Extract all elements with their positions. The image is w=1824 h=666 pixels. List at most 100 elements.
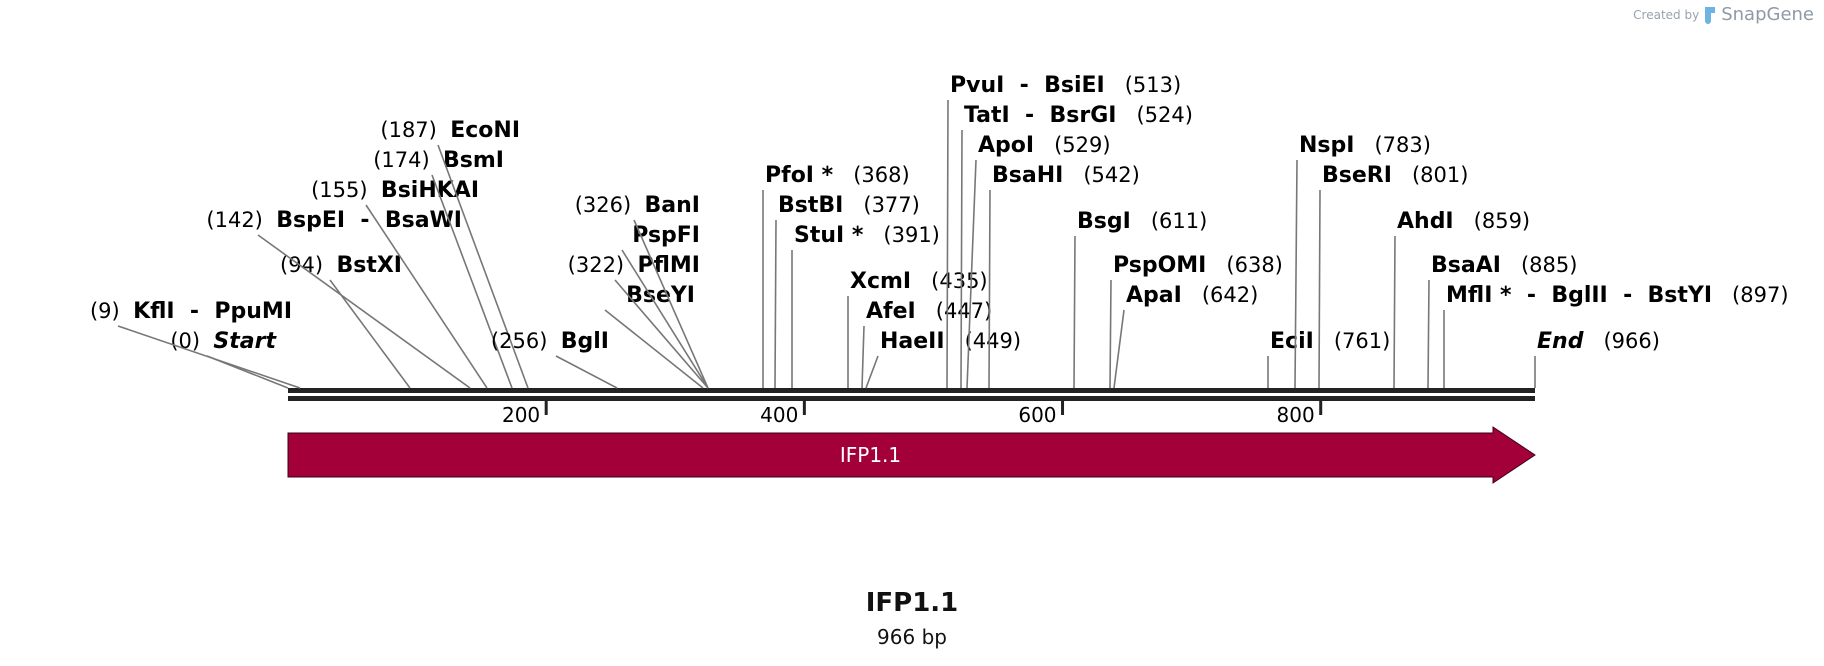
- site-label: (256) BglI: [491, 329, 609, 354]
- site-enzyme-name: Start: [213, 329, 277, 354]
- restriction-site-pspomi[interactable]: PspOMI (638): [1109, 253, 1283, 389]
- site-label: HaeII (449): [880, 329, 1021, 354]
- restriction-site-bsihkai[interactable]: (155) BsiHKAI: [311, 178, 488, 389]
- restriction-site-bsmi[interactable]: (174) BsmI: [373, 148, 513, 389]
- site-connector: [555, 355, 618, 389]
- restriction-site-nspi[interactable]: NspI (783): [1294, 133, 1431, 389]
- restriction-site-bstbi[interactable]: BstBI (377): [774, 193, 920, 389]
- restriction-site-bseyi[interactable]: BseYI: [604, 283, 704, 389]
- site-label: PvuI - BsiEI (513): [950, 73, 1181, 98]
- site-enzyme-name: BsaAI: [1431, 253, 1501, 278]
- site-position: (529): [1034, 133, 1111, 157]
- site-label: AhdI (859): [1397, 209, 1530, 234]
- site-enzyme-name: BglI: [561, 329, 609, 354]
- restriction-site-bspei[interactable]: (142) BspEI - BsaWI: [206, 208, 471, 389]
- site-position: (783): [1354, 133, 1431, 157]
- site-connector: [1427, 279, 1430, 389]
- site-enzyme-name: BstXI: [336, 253, 402, 278]
- site-enzyme-name: BseRI: [1322, 163, 1392, 188]
- site-label: PspFI: [632, 223, 700, 248]
- site-connector: [946, 99, 949, 389]
- restriction-site-haeii[interactable]: HaeII (449): [865, 329, 1021, 389]
- restriction-site-pvui[interactable]: PvuI - BsiEI (513): [946, 73, 1181, 389]
- site-connector: [1109, 279, 1112, 389]
- restriction-site-apoi[interactable]: ApoI (529): [966, 133, 1111, 389]
- ruler-tick-800: [1319, 401, 1323, 415]
- site-label: End (966): [1537, 329, 1660, 354]
- site-enzyme-name: XcmI: [850, 269, 911, 294]
- site-enzyme-name: StuI *: [794, 223, 864, 248]
- site-enzyme-name: TatI - BsrGI: [964, 103, 1116, 128]
- site-position: (368): [833, 163, 910, 187]
- ruler-label-200: 200: [502, 403, 540, 427]
- sequence-title: IFP1.1: [865, 588, 959, 618]
- restriction-site-stui[interactable]: StuI * (391): [791, 223, 940, 388]
- restriction-site-econi[interactable]: (187) EcoNI: [380, 118, 529, 389]
- site-connector: [1318, 189, 1321, 389]
- restriction-site-apai[interactable]: ApaI (642): [1113, 283, 1259, 389]
- site-enzyme-name: PspFI: [632, 223, 700, 248]
- restriction-site-tati[interactable]: TatI - BsrGI (524): [960, 103, 1193, 389]
- site-label: BsaHI (542): [992, 163, 1140, 188]
- ruler-label-800: 800: [1277, 403, 1315, 427]
- site-enzyme-name: PfoI *: [765, 163, 834, 188]
- restriction-site-ecii[interactable]: EciI (761): [1267, 329, 1390, 388]
- site-enzyme-name: End: [1537, 329, 1584, 354]
- restriction-site-bsgi[interactable]: BsgI (611): [1073, 209, 1207, 389]
- restriction-site-bseri[interactable]: BseRI (801): [1318, 163, 1468, 389]
- site-label: PfoI * (368): [765, 163, 910, 188]
- restriction-site-xcmi[interactable]: XcmI (435): [847, 269, 988, 388]
- restriction-site-end[interactable]: End (966): [1534, 329, 1660, 388]
- restriction-site-mfli[interactable]: MflI * - BglII - BstYI (897): [1443, 283, 1789, 388]
- site-connector: [329, 279, 411, 389]
- restriction-site-start[interactable]: (0) Start: [170, 329, 289, 389]
- site-position: (966): [1583, 329, 1660, 353]
- credit-prefix: Created by: [1633, 7, 1700, 22]
- sequence-length: 966 bp: [877, 625, 947, 649]
- site-enzyme-name: AfeI: [866, 299, 916, 324]
- ruler-label-600: 600: [1018, 403, 1056, 427]
- restriction-site-bstxi[interactable]: (94) BstXI: [280, 253, 411, 389]
- restriction-site-kfli[interactable]: (9) KflI - PpuMI: [90, 299, 301, 389]
- restriction-site-bsaai[interactable]: BsaAI (885): [1427, 253, 1577, 389]
- site-position: (0): [170, 329, 213, 353]
- site-label: (142) BspEI - BsaWI: [206, 208, 462, 233]
- site-connector: [861, 325, 865, 389]
- site-position: (513): [1105, 73, 1182, 97]
- site-connector: [431, 174, 513, 389]
- backbone-top-strand: [288, 388, 1535, 393]
- restriction-site-bani[interactable]: (326) BanI: [575, 193, 709, 389]
- site-label: AfeI (447): [866, 299, 992, 324]
- credit-brand: SnapGene: [1721, 4, 1814, 25]
- ruler-tick-400: [802, 401, 806, 415]
- site-enzyme-name: MflI * - BglII - BstYI: [1446, 283, 1712, 308]
- site-connector: [988, 189, 991, 389]
- restriction-site-bsahi[interactable]: BsaHI (542): [988, 163, 1140, 389]
- site-enzyme-name: BsiHKAI: [381, 178, 479, 203]
- restriction-site-afei[interactable]: AfeI (447): [861, 299, 992, 389]
- site-position: (642): [1182, 283, 1259, 307]
- site-label: BsgI (611): [1077, 209, 1207, 234]
- site-connector: [365, 204, 488, 389]
- restriction-site-bgli[interactable]: (256) BglI: [491, 329, 618, 389]
- site-position: (377): [843, 193, 920, 217]
- restriction-site-ahdi[interactable]: AhdI (859): [1393, 209, 1530, 389]
- site-label: (94) BstXI: [280, 253, 402, 278]
- site-label: TatI - BsrGI (524): [964, 103, 1193, 128]
- snapgene-logo-icon: [1705, 6, 1716, 24]
- site-position: (142): [206, 208, 276, 232]
- restriction-site-pspfi[interactable]: PspFI: [621, 223, 709, 389]
- site-position: (638): [1206, 253, 1283, 277]
- restriction-site-pflmi[interactable]: (322) PflMI: [568, 253, 709, 389]
- site-connector: [257, 234, 471, 389]
- site-position: (801): [1392, 163, 1469, 187]
- site-position: (542): [1063, 163, 1140, 187]
- site-label: NspI (783): [1299, 133, 1431, 158]
- restriction-site-pfoi[interactable]: PfoI * (368): [762, 163, 910, 388]
- site-enzyme-name: PspOMI: [1113, 253, 1206, 278]
- backbone-bottom-strand: [288, 396, 1535, 401]
- site-label: BseRI (801): [1322, 163, 1468, 188]
- site-connector: [604, 309, 704, 389]
- site-enzyme-name: EciI: [1270, 329, 1314, 354]
- site-position: (9): [90, 299, 133, 323]
